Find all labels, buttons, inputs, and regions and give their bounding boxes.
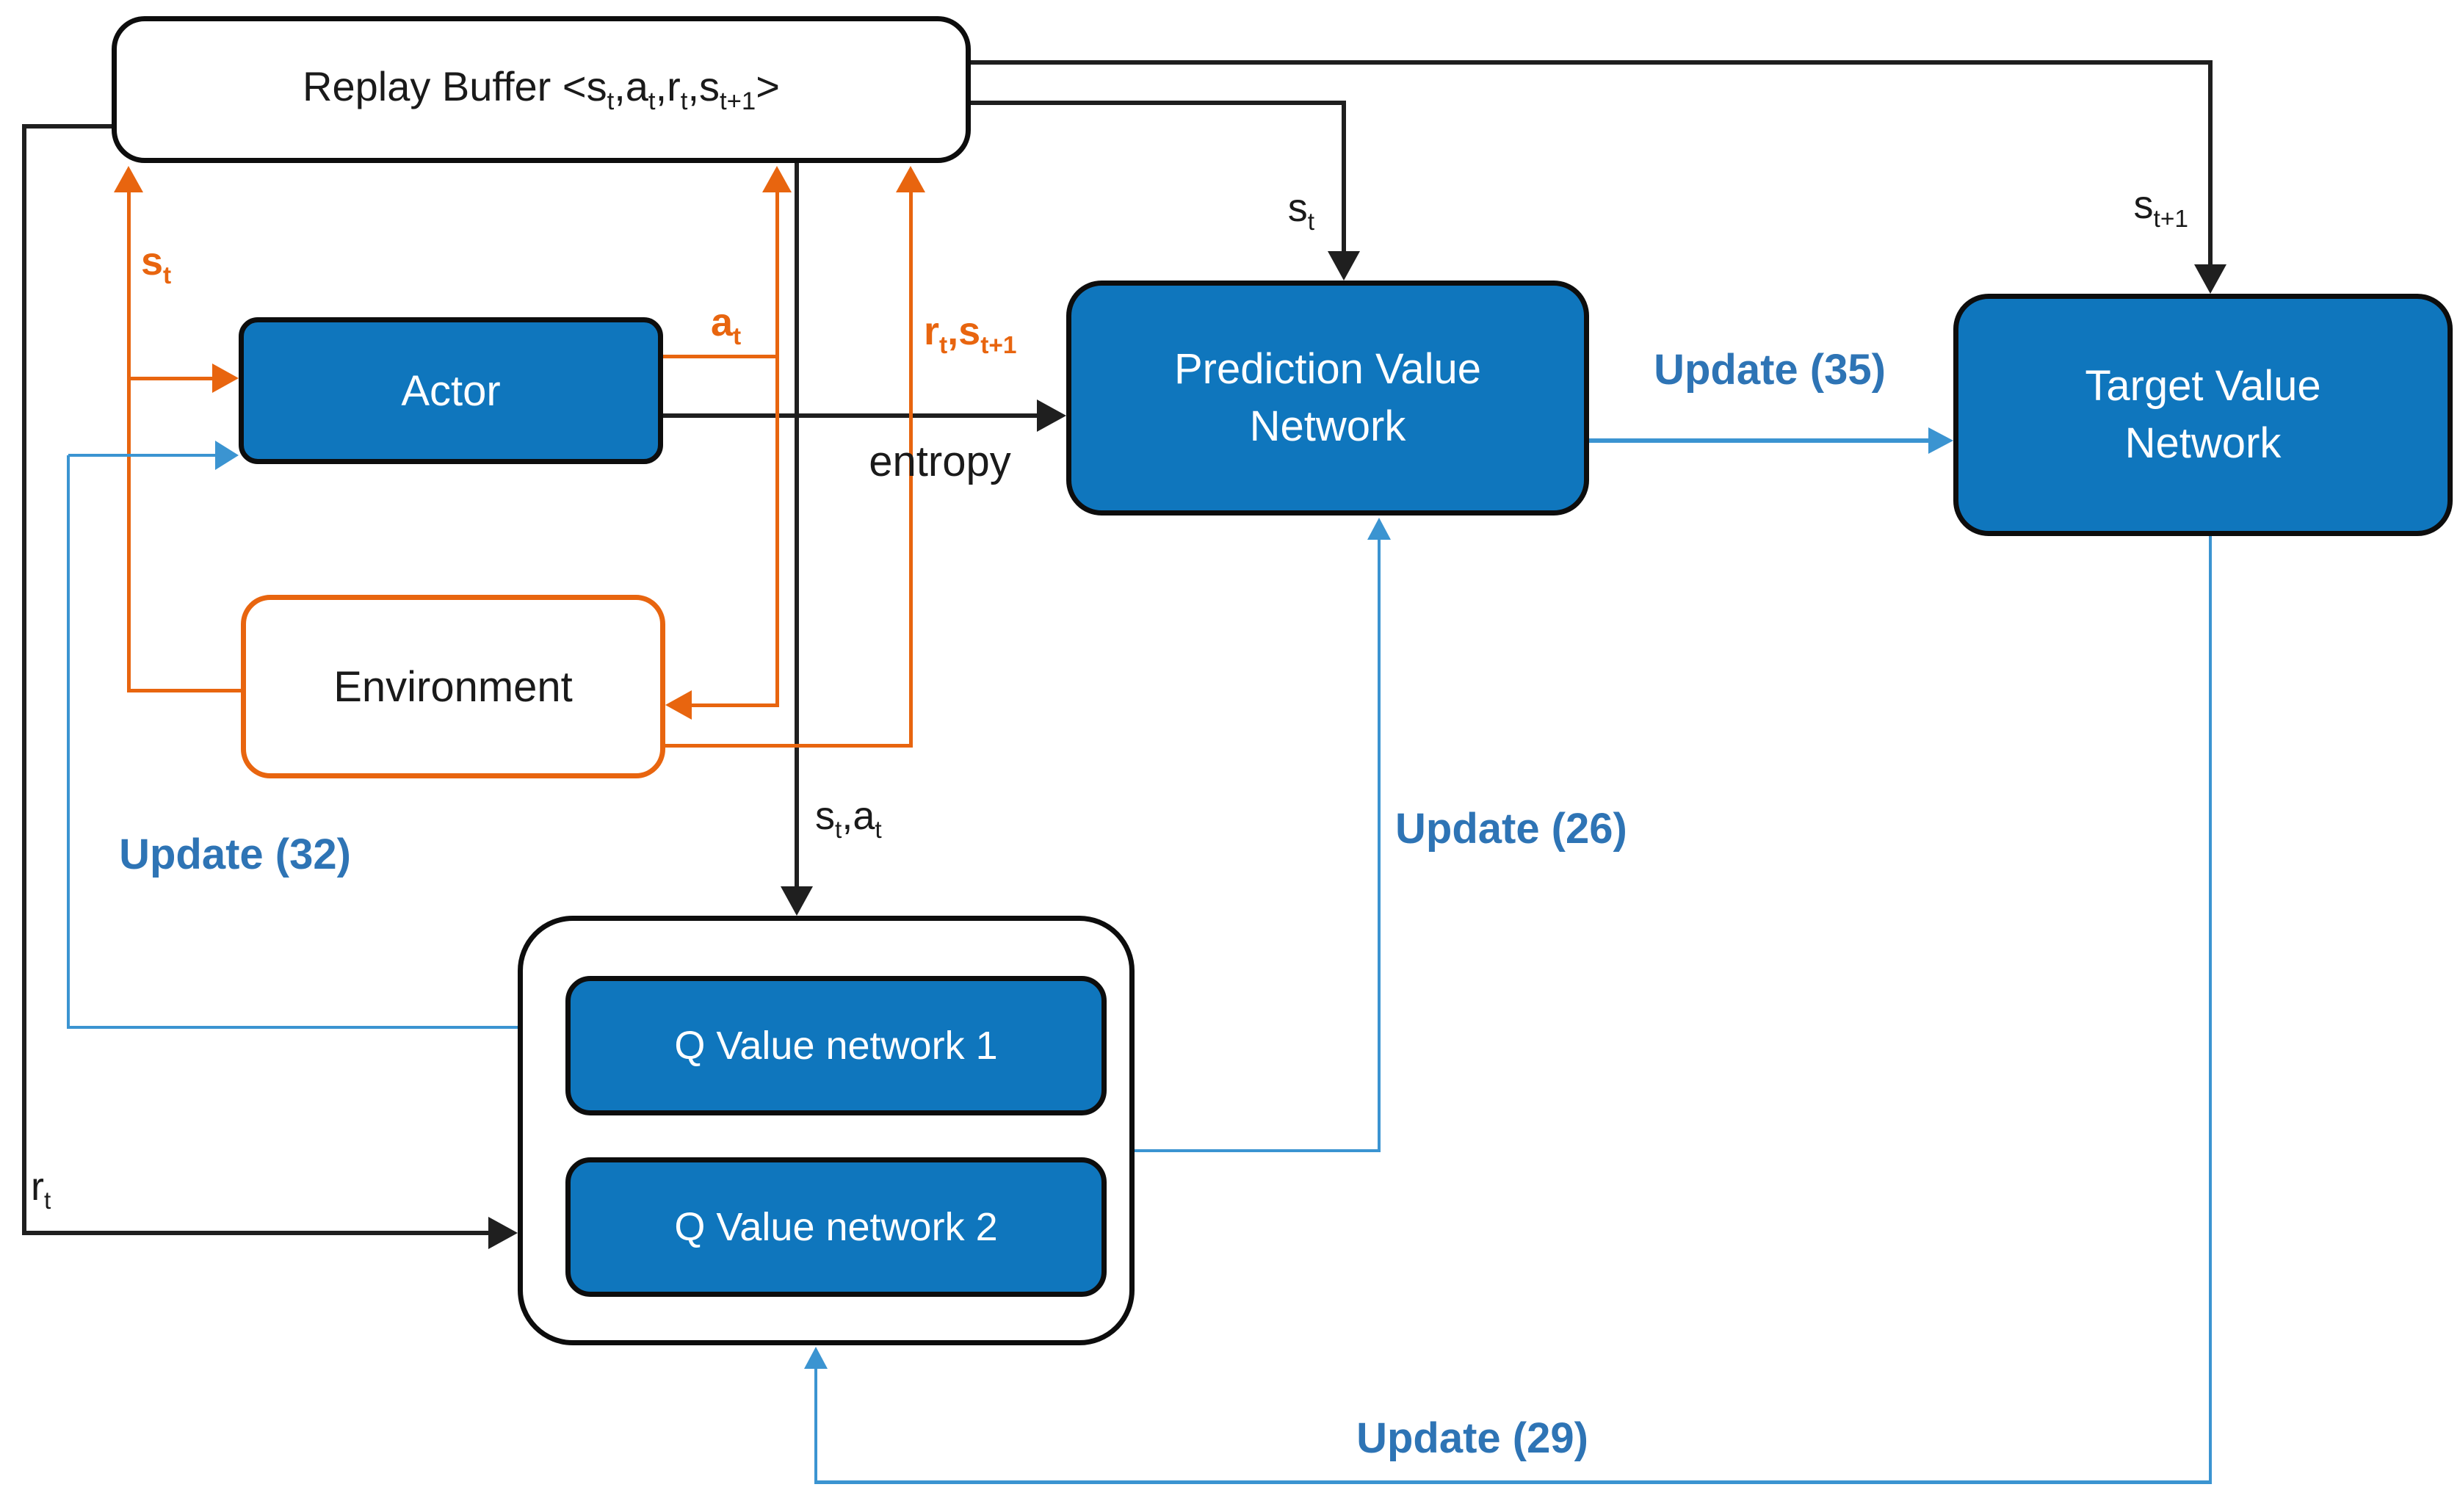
edge-update29-vertical-right: [2209, 536, 2212, 1483]
environment-node: Environment: [241, 595, 665, 778]
edge-update32-vertical: [67, 455, 70, 1029]
arrowhead-into-target-top: [2194, 264, 2226, 294]
arrowhead-update32-into-actor: [215, 441, 239, 470]
edge-label-st1: st+1: [2133, 183, 2188, 233]
edge-update32-horizontal-top: [68, 454, 215, 457]
edge-rt-horizontal-top: [24, 124, 112, 129]
edge-rtst1-vertical: [909, 189, 913, 748]
environment-label: Environment: [333, 662, 573, 711]
edge-st-branch-to-actor: [129, 377, 214, 380]
edge-rt-horizontal-bottom: [22, 1231, 488, 1235]
edge-label-at: at: [711, 300, 742, 350]
edge-st-env-horizontal: [129, 689, 242, 692]
arrowhead-update35-into-target: [1928, 427, 1953, 454]
edge-replay-to-target-vertical: [2208, 60, 2213, 266]
arrowhead-at-into-replay: [762, 166, 792, 192]
arrowhead-st-into-replay: [114, 166, 143, 192]
arrowhead-st-into-actor: [212, 363, 239, 393]
edge-update32-horizontal-bottom: [68, 1026, 518, 1029]
q-value-network-2-label: Q Value network 2: [674, 1205, 998, 1249]
edge-update35: [1589, 438, 1931, 443]
edge-at-into-env-horizontal: [692, 703, 778, 707]
edge-replay-to-target-horizontal: [971, 60, 2210, 65]
arrowhead-into-prediction-left: [1037, 399, 1066, 432]
q-value-network-1-node: Q Value network 1: [565, 976, 1107, 1115]
arrowhead-update29-into-q-bottom: [804, 1347, 828, 1369]
edge-update29-horizontal: [814, 1480, 2212, 1484]
edge-replay-to-prediction-vertical: [1342, 101, 1346, 253]
arrowhead-at-into-environment: [665, 690, 692, 720]
edge-at-actor-horizontal: [663, 355, 777, 358]
edge-label-rt: rt: [31, 1165, 51, 1215]
edge-at-vertical: [775, 189, 779, 707]
edge-label-update26: Update (26): [1395, 805, 1627, 853]
replay-buffer-label: Replay Buffer <st,at,rt,st+1>: [303, 63, 780, 116]
arrowhead-into-q-left: [488, 1217, 518, 1249]
target-value-network-node: Target Value Network: [1953, 294, 2453, 536]
edge-update29-vertical-left: [814, 1367, 817, 1482]
q-value-network-2-node: Q Value network 2: [565, 1157, 1107, 1297]
edge-label-update29: Update (29): [1356, 1414, 1588, 1462]
edge-label-st-orange: st: [141, 239, 172, 289]
edge-replay-to-q-vertical: [795, 163, 799, 886]
edge-label-st-at: st,at: [815, 794, 882, 844]
edge-label-update35: Update (35): [1654, 346, 1886, 394]
arrowhead-into-prediction-top: [1328, 251, 1360, 281]
arrowhead-update26-into-prediction: [1367, 518, 1391, 540]
edge-label-update32: Update (32): [119, 831, 351, 878]
q-value-network-1-label: Q Value network 1: [674, 1024, 998, 1068]
edge-label-rtst1: rt,st+1: [924, 309, 1017, 359]
prediction-value-network-label: Prediction Value Network: [1173, 344, 1482, 450]
target-value-network-label: Target Value Network: [2085, 361, 2321, 467]
edge-rt-vertical: [22, 124, 26, 1235]
prediction-value-network-node: Prediction Value Network: [1066, 281, 1589, 516]
edge-rtst1-horizontal: [665, 744, 912, 748]
edge-label-entropy: entropy: [869, 438, 1011, 485]
actor-label: Actor: [401, 366, 501, 415]
actor-node: Actor: [239, 317, 663, 464]
arrowhead-rtst1-into-replay: [896, 166, 925, 192]
edge-st-vertical: [127, 189, 131, 692]
edge-update26-horizontal: [1135, 1149, 1379, 1152]
edge-update26-vertical: [1378, 540, 1381, 1152]
edge-entropy: [663, 413, 1038, 418]
arrowhead-into-q-top: [781, 886, 813, 916]
edge-replay-to-prediction-horizontal: [971, 101, 1344, 105]
edge-label-st-black: st: [1287, 186, 1314, 236]
replay-buffer-node: Replay Buffer <st,at,rt,st+1>: [112, 16, 971, 163]
